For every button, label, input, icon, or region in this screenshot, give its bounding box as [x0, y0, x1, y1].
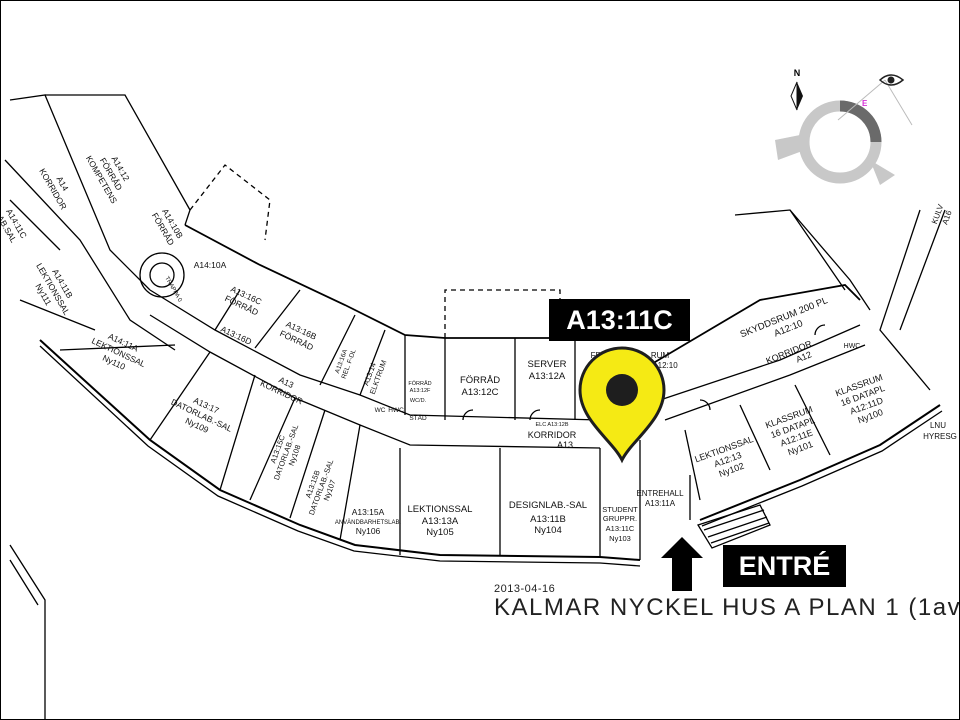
dashed-outline-top [189, 164, 271, 241]
room-kulv: KULVA16 [930, 202, 955, 228]
eye-icon [878, 74, 905, 86]
entrance-arrow-icon [661, 537, 703, 591]
building-ring-highlight [839, 100, 882, 143]
right-wing-top [734, 209, 871, 311]
compass-east-label: E [862, 99, 868, 108]
partitions-south [149, 351, 601, 557]
north-wall [184, 224, 600, 339]
a14-lines [9, 199, 176, 351]
room-a14-10a: A14:10A [194, 260, 227, 270]
outer-wall-south-inner [39, 345, 641, 567]
right-wing-corr1 [659, 324, 861, 401]
right-wing-partitions [639, 384, 831, 560]
room-a13-15c: A13:15CDATORLAB.-SALNy108 [263, 420, 308, 484]
plan-date: 2013-04-16 [494, 583, 556, 595]
entrance-steps [697, 504, 771, 549]
stairwell [139, 252, 185, 298]
room-a13-korridor-left: A13KORRIDOR [259, 368, 309, 406]
room-hwc: HWC [388, 407, 404, 414]
room-a13-16c: A13:16CFÖRRÅD [223, 283, 264, 317]
compass-widget: N E [775, 68, 913, 185]
room-a13-15b: A13:15BDATORLAB.-SALNy107 [298, 455, 343, 519]
room-elc: ELC A13:12B [535, 422, 568, 428]
a14-outer2 [45, 94, 191, 226]
dashed-outline-mid [444, 289, 561, 338]
room-a13-17: A13:17DATORLAB.-SALNy109 [165, 387, 239, 444]
room-hwc-right: HWC [844, 343, 861, 350]
room-a14-10b: A14:10BFÖRRÅD [150, 205, 186, 247]
room-wc: WC [375, 407, 386, 414]
right-wing-north [649, 284, 861, 366]
stairwell-inner [149, 262, 175, 288]
corridor-south [149, 314, 601, 449]
outer-wall-south [39, 339, 641, 561]
room-a12-korridor: KORRIDORA12 [765, 338, 818, 375]
right-wing-east [879, 209, 946, 391]
right-wing-south2 [701, 410, 943, 527]
entrance-badge: ENTRÉ [723, 545, 846, 587]
room-callout-badge: A13:11C [549, 299, 690, 341]
corridor-north [149, 289, 601, 421]
room-stad: STÄD [409, 414, 427, 422]
room-wcd: WC/D. [410, 398, 427, 404]
room-a13-16b: A13:16BFÖRRÅD [278, 318, 319, 352]
plan-title: KALMAR NYCKEL HUS A PLAN 1 (1av2) [494, 594, 960, 621]
room-a12-13: LEKTIONSSALA12:13Ny102 [693, 434, 762, 485]
left-edge [9, 544, 46, 720]
room-a13-14: A13:14ELKTRUM [359, 356, 388, 396]
room-a14-12: A14:12FÖRRÅDKOMPETENS [84, 143, 139, 206]
compass-north-label: N [794, 68, 801, 78]
room-a14-11a: A14:11ALEKTIONSSALNy110 [86, 325, 152, 379]
room-a14-korridor: A14KORRIDOR [37, 161, 78, 211]
room-a12-11d: KLASSRUM16 DATAPLA12:11DNy100 [834, 372, 895, 429]
view-cone [837, 79, 913, 126]
room-a14-11c: A14:11CAB.SAL [0, 207, 29, 246]
room-a12-11e: KLASSRUM16 DATAPLA12:11ENy101 [764, 404, 825, 461]
right-wing-corr2 [664, 344, 866, 421]
a14-left [4, 159, 176, 351]
a14-outer [9, 94, 151, 291]
right-wing-south [699, 404, 941, 521]
room-a14-11b: A14:11BLEKTIONSSALNy111 [25, 256, 82, 323]
location-marker [578, 346, 666, 464]
partitions-north [214, 289, 576, 420]
